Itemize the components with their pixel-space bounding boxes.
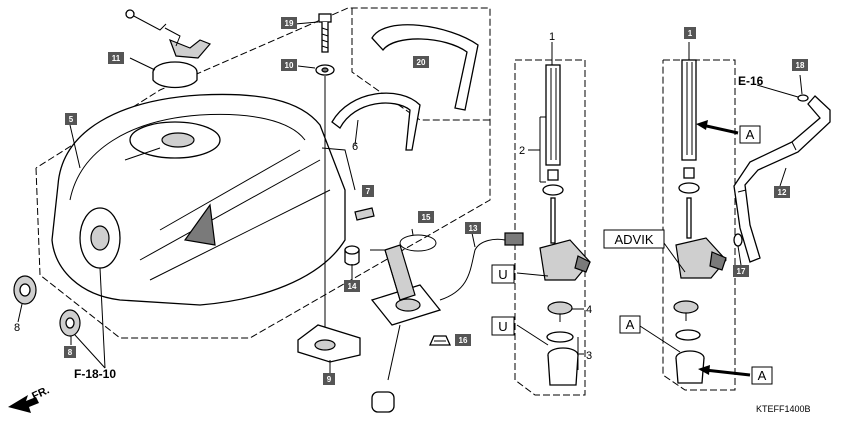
svg-text:1: 1 <box>688 29 693 38</box>
svg-text:10: 10 <box>285 61 294 70</box>
svg-text:8: 8 <box>68 348 73 357</box>
box-10: 10 <box>281 59 297 71</box>
tag-u-upper: U <box>491 264 515 284</box>
box-18: 18 <box>792 59 808 71</box>
box-19: 19 <box>281 17 297 29</box>
ref-e16: E-16 <box>738 74 764 88</box>
svg-text:U: U <box>498 319 507 334</box>
svg-text:14: 14 <box>348 282 357 291</box>
pad[interactable] <box>354 207 375 221</box>
label-3: 3 <box>586 350 592 362</box>
svg-text:A: A <box>746 127 755 142</box>
mount-rubber[interactable] <box>297 324 361 363</box>
box-13: 13 <box>465 222 481 234</box>
fuel-hose[interactable] <box>733 95 831 263</box>
box-17: 17 <box>733 265 749 277</box>
svg-text:16: 16 <box>459 336 468 345</box>
tag-a-lower: A <box>751 366 773 385</box>
fuel-cap[interactable] <box>125 9 212 89</box>
svg-text:11: 11 <box>112 54 121 63</box>
box-16: 16 <box>455 334 471 346</box>
label-1: 1 <box>549 31 555 43</box>
hose-clip-lower[interactable] <box>733 233 743 247</box>
svg-text:13: 13 <box>469 224 478 233</box>
tag-advik: ADVIK <box>603 229 665 249</box>
ref-arrow-a-lower <box>698 365 751 377</box>
box-12: 12 <box>774 186 790 198</box>
fuel-cock-right[interactable] <box>673 59 727 384</box>
bolt[interactable] <box>318 13 332 53</box>
label-8: 8 <box>14 322 20 334</box>
svg-text:7: 7 <box>366 187 371 196</box>
svg-text:ADVIK: ADVIK <box>614 232 653 247</box>
svg-text:15: 15 <box>422 213 431 222</box>
cock-frame-left <box>514 59 586 396</box>
knob-right[interactable] <box>59 309 81 337</box>
svg-text:U: U <box>498 267 507 282</box>
knob-left[interactable] <box>13 275 37 305</box>
direction-arrow <box>8 395 39 413</box>
box-5: 5 <box>65 113 77 125</box>
washer[interactable] <box>315 64 335 76</box>
svg-text:5: 5 <box>69 115 74 124</box>
grommet[interactable] <box>344 245 360 266</box>
fuel-cock-left[interactable] <box>539 64 591 386</box>
hose-clip-upper[interactable] <box>797 94 809 102</box>
svg-text:A: A <box>758 368 767 383</box>
tag-u-lower: U <box>491 316 515 336</box>
fuel-pump[interactable] <box>370 232 524 413</box>
ref-f18: F-18-10 <box>74 367 116 381</box>
svg-text:20: 20 <box>417 58 426 67</box>
box-9: 9 <box>323 373 335 385</box>
box-7: 7 <box>362 185 374 197</box>
fuel-tank[interactable] <box>51 93 356 306</box>
svg-text:9: 9 <box>327 375 332 384</box>
rubber-strap-upper[interactable] <box>371 24 479 111</box>
box-11: 11 <box>108 52 124 64</box>
box-8: 8 <box>64 346 76 358</box>
svg-text:12: 12 <box>778 188 787 197</box>
label-6: 6 <box>352 141 358 153</box>
box-15: 15 <box>418 211 434 223</box>
tag-a-upper: A <box>739 125 761 144</box>
rubber-strap[interactable] <box>331 92 421 151</box>
diagram-code: KTEFF1400B <box>756 404 811 414</box>
label-4: 4 <box>586 304 592 316</box>
direction-label: FR. <box>30 384 51 402</box>
box-14: 14 <box>344 280 360 292</box>
svg-text:17: 17 <box>737 267 746 276</box>
cock-frame-right <box>662 59 736 391</box>
svg-text:A: A <box>626 317 635 332</box>
leader-lines <box>17 21 803 373</box>
label-2: 2 <box>519 145 525 157</box>
svg-text:18: 18 <box>796 61 805 70</box>
box-20: 20 <box>413 56 429 68</box>
svg-text:19: 19 <box>285 19 294 28</box>
box-1: 1 <box>684 27 696 39</box>
tag-a-middle: A <box>619 315 641 334</box>
ref-arrow-a-upper <box>696 120 739 135</box>
